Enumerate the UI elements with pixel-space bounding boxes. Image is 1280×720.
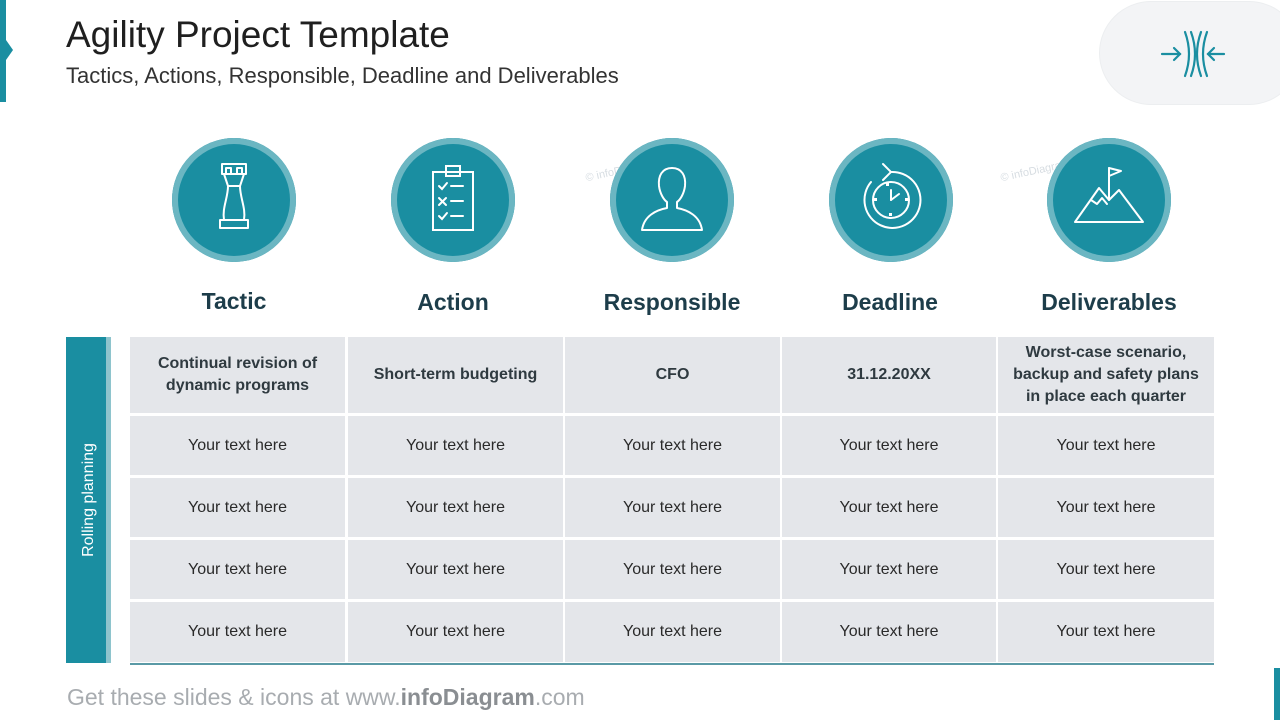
page-subtitle: Tactics, Actions, Responsible, Deadline … <box>66 63 619 88</box>
column-header-deadline: Deadline <box>842 289 938 315</box>
table-cell: Your text here <box>130 416 345 475</box>
table-cell: Your text here <box>130 540 345 599</box>
table-cell: Worst-case scenario, backup and safety p… <box>998 337 1214 413</box>
left-accent-bar <box>0 0 6 102</box>
table-cell: Your text here <box>130 602 345 662</box>
table-cell: Your text here <box>348 478 563 537</box>
responsible-icon-circle <box>610 138 734 262</box>
table-cell: Your text here <box>998 540 1214 599</box>
footer-prefix: Get these slides & icons at www. <box>67 684 401 710</box>
tactic-icon-circle <box>172 138 296 262</box>
table-cell: Short-term budgeting <box>348 337 563 413</box>
column-header-action: Action <box>417 289 489 315</box>
table-cell: Your text here <box>130 478 345 537</box>
table-cell: Your text here <box>565 540 780 599</box>
mountain-flag-icon <box>1074 167 1144 223</box>
table-cell: 31.12.20XX <box>782 337 996 413</box>
column-header-tactic: Tactic <box>201 288 267 314</box>
table-cell: Your text here <box>782 416 996 475</box>
clock-cycle-icon <box>863 163 922 229</box>
table-cell: Your text here <box>998 602 1214 662</box>
table-cell: Your text here <box>565 416 780 475</box>
table-cell: Your text here <box>782 602 996 662</box>
deadline-icon-circle <box>829 138 953 262</box>
action-icon-circle <box>391 138 515 262</box>
table-cell: Your text here <box>348 540 563 599</box>
table-cell: Your text here <box>565 602 780 662</box>
chess-rook-icon <box>219 163 249 229</box>
table-cell: Your text here <box>782 540 996 599</box>
table-cell: CFO <box>565 337 780 413</box>
table-cell: Your text here <box>565 478 780 537</box>
table-cell: Your text here <box>998 416 1214 475</box>
table-cell: Your text here <box>348 602 563 662</box>
footer-credit[interactable]: Get these slides & icons at www.infoDiag… <box>67 684 585 711</box>
compress-arrows-icon <box>1160 30 1226 78</box>
column-header-responsible: Responsible <box>603 289 741 315</box>
person-icon <box>641 167 703 231</box>
table-cell: Your text here <box>348 416 563 475</box>
checklist-clipboard-icon <box>432 165 474 231</box>
row-group-label: Rolling planning <box>80 443 98 557</box>
right-accent-bar <box>1274 668 1280 720</box>
row-group-label-wrap: Rolling planning <box>69 337 109 663</box>
table-cell: Continual revision of dynamic programs <box>130 337 345 413</box>
footer-suffix: .com <box>534 684 585 710</box>
row-group-bar <box>66 337 111 663</box>
table-cell: Your text here <box>998 478 1214 537</box>
page-title: Agility Project Template <box>66 14 450 55</box>
table-cell: Your text here <box>782 478 996 537</box>
column-header-deliverables: Deliverables <box>1041 289 1177 315</box>
deliverables-icon-circle <box>1047 138 1171 262</box>
left-accent-tip <box>6 40 13 60</box>
logo-badge <box>1100 2 1280 104</box>
footer-brand: infoDiagram <box>400 684 535 710</box>
